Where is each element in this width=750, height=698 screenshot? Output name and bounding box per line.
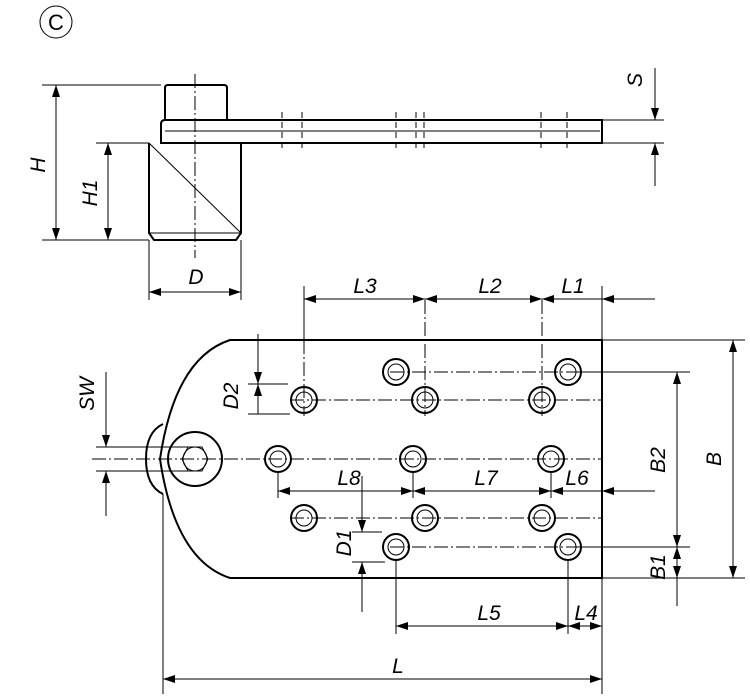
dim-l4-label: L4 <box>574 602 597 625</box>
hole <box>528 386 556 414</box>
hole <box>290 386 318 414</box>
dim-l3-label: L3 <box>353 275 377 298</box>
dim-l2-label: L2 <box>478 275 502 298</box>
dim-l-label: L <box>392 655 404 678</box>
clamp-knob-outline <box>164 84 228 120</box>
dim-s-label: S <box>624 73 647 87</box>
top-view-center-lines <box>92 300 602 548</box>
dim-b-label: B <box>703 452 726 466</box>
view-label-badge: C <box>39 5 73 39</box>
dim-b2-label: B2 <box>647 447 670 473</box>
dim-d2-label: D2 <box>220 382 243 409</box>
lever-arm-outline <box>160 119 603 144</box>
side-view: H H1 D S <box>27 68 664 300</box>
dim-h-label: H <box>27 157 50 173</box>
dim-l5-label: L5 <box>477 602 501 625</box>
plate-outline <box>158 339 603 579</box>
hole <box>382 358 410 386</box>
dim-l1-label: L1 <box>561 275 584 298</box>
hole <box>290 504 318 532</box>
top-view: L3 L2 L1 D2 SW L8 L7 L6 D1 <box>76 275 745 694</box>
dim-d1-label: D1 <box>333 530 356 557</box>
hole <box>528 504 556 532</box>
dim-l7-label: L7 <box>474 467 499 490</box>
view-label-text: C <box>48 10 64 35</box>
dim-l8-label: L8 <box>337 467 361 490</box>
dim-h1-label: H1 <box>79 180 102 207</box>
dim-sw-label: SW <box>76 375 99 411</box>
hidden-hole-lines <box>281 112 568 151</box>
dim-d-label: D <box>188 266 203 289</box>
hole <box>411 504 439 532</box>
dim-l6-label: L6 <box>565 467 589 490</box>
dim-b1-label: B1 <box>647 554 670 580</box>
hole <box>411 386 439 414</box>
